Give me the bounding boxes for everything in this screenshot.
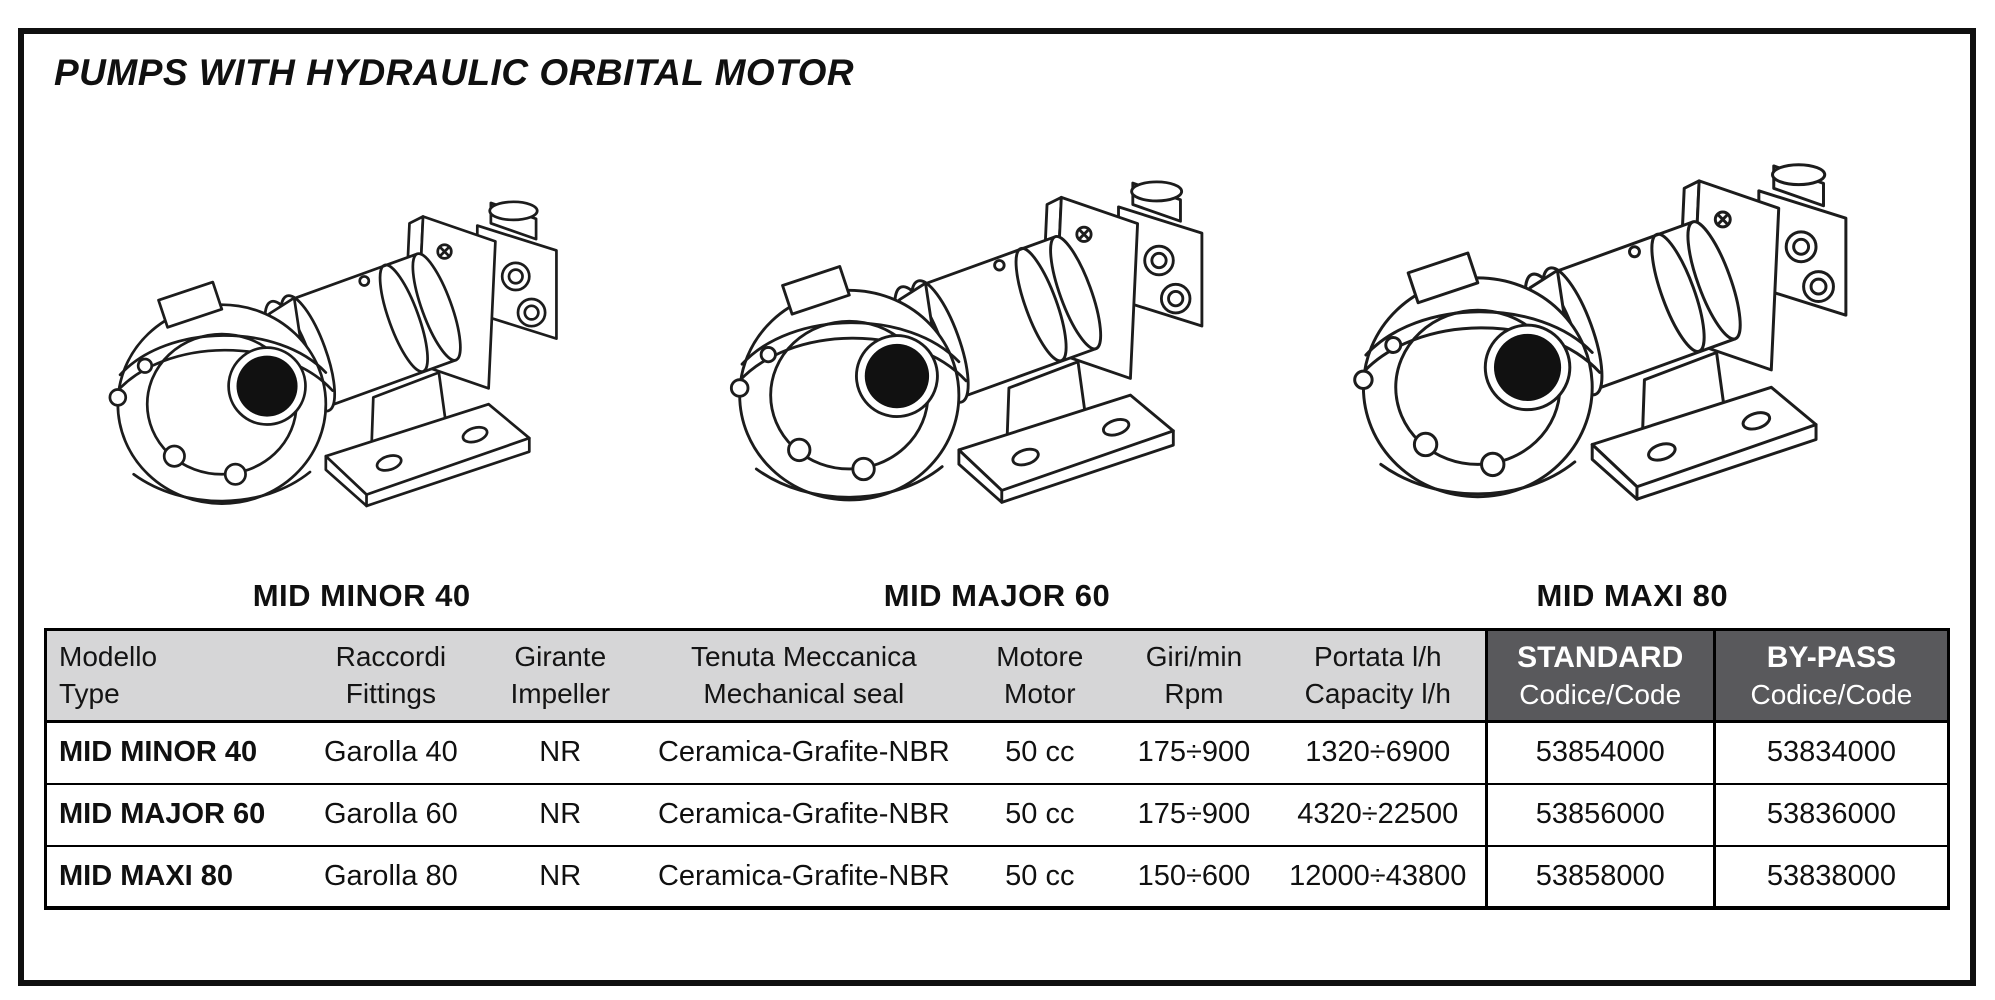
table-row-mid-maxi-80: MID MAXI 80 Garolla 80 NR Ceramica-Grafi… [45, 844, 1949, 910]
header-line: STANDARD [1517, 640, 1684, 674]
pump-drawing-icon [1346, 123, 1918, 572]
cell-impeller: NR [475, 720, 645, 784]
header-standard-code: STANDARD Codice/Code [1484, 629, 1715, 723]
model-label: MID MAJOR 60 [883, 578, 1111, 613]
model-label: MID MAXI 80 [1536, 578, 1729, 613]
header-line: Rpm [1164, 677, 1224, 709]
cell-fittings: Garolla 80 [306, 844, 476, 910]
cell-standard-code: 53858000 [1484, 844, 1715, 910]
table-row-mid-minor-40: MID MINOR 40 Garolla 40 NR Ceramica-Graf… [45, 720, 1949, 784]
header-line: BY-PASS [1766, 640, 1897, 674]
cell-bypass-code: 53834000 [1712, 720, 1949, 784]
header-line: Mechanical seal [703, 677, 905, 709]
header-row: Modello Type Raccordi Fittings Girante I… [45, 629, 1949, 723]
cell-seal: Ceramica-Grafite-NBR [644, 720, 963, 784]
header-line: Codice/Code [1750, 678, 1913, 710]
header-line: Type [59, 677, 120, 709]
cell-capacity: 1320÷6900 [1271, 720, 1487, 784]
header-giri-rpm: Giri/min Rpm [1116, 629, 1271, 723]
cell-seal: Ceramica-Grafite-NBR [644, 844, 963, 910]
cell-fittings: Garolla 40 [306, 720, 476, 784]
header-line: Capacity l/h [1304, 677, 1451, 709]
header-bypass-code: BY-PASS Codice/Code [1712, 629, 1949, 723]
cell-model: MID MINOR 40 [45, 720, 307, 784]
model-label: MID MINOR 40 [252, 578, 471, 613]
cell-capacity: 12000÷43800 [1271, 844, 1487, 910]
cell-seal: Ceramica-Grafite-NBR [644, 782, 963, 846]
header-portata-capacity: Portata l/h Capacity l/h [1271, 629, 1487, 723]
table-row-mid-major-60: MID MAJOR 60 Garolla 60 NR Ceramica-Graf… [45, 782, 1949, 846]
header-line: Giri/min [1145, 641, 1243, 673]
cell-rpm: 175÷900 [1116, 720, 1271, 784]
header-motore-motor: Motore Motor [962, 629, 1117, 723]
header-line: Portata l/h [1313, 641, 1442, 673]
cell-impeller: NR [475, 782, 645, 846]
pump-figure-mid-minor-40: MID MINOR 40 [44, 164, 679, 624]
cell-model: MID MAXI 80 [45, 844, 307, 910]
header-line: Motor [1004, 677, 1076, 709]
pump-figure-mid-major-60: MID MAJOR 60 [679, 142, 1314, 624]
header-line: Impeller [510, 677, 611, 709]
header-girante-impeller: Girante Impeller [475, 629, 645, 723]
cell-rpm: 150÷600 [1116, 844, 1271, 910]
cell-capacity: 4320÷22500 [1271, 782, 1487, 846]
cell-standard-code: 53856000 [1484, 782, 1715, 846]
page-title: PUMPS WITH HYDRAULIC ORBITAL MOTOR [54, 52, 855, 93]
pump-drawing-icon [723, 142, 1271, 572]
header-line: Fittings [345, 677, 436, 709]
header-line: Girante [514, 641, 607, 673]
cell-motor: 50 cc [962, 844, 1117, 910]
pump-drawing-icon [102, 164, 622, 572]
pump-figure-mid-maxi-80: MID MAXI 80 [1315, 123, 1950, 624]
cell-bypass-code: 53836000 [1712, 782, 1949, 846]
cell-impeller: NR [475, 844, 645, 910]
cell-rpm: 175÷900 [1116, 782, 1271, 846]
header-line: Tenuta Meccanica [690, 641, 917, 673]
cell-motor: 50 cc [962, 782, 1117, 846]
header-modello-type: Modello Type [45, 629, 307, 723]
header-line: Modello [59, 641, 158, 673]
header-tenuta-meccanica: Tenuta Meccanica Mechanical seal [644, 629, 963, 723]
page-frame: PUMPS WITH HYDRAULIC ORBITAL MOTOR MID M… [18, 28, 1976, 986]
cell-bypass-code: 53838000 [1712, 844, 1949, 910]
header-line: Raccordi [335, 641, 447, 673]
pump-figures: MID MINOR 40 MID MAJOR 60 MID MAXI 80 [44, 96, 1950, 624]
spec-table: Modello Type Raccordi Fittings Girante I… [44, 628, 1950, 910]
header-line: Codice/Code [1519, 678, 1682, 710]
header-line: Motore [996, 641, 1084, 673]
header-raccordi-fittings: Raccordi Fittings [306, 629, 476, 723]
cell-fittings: Garolla 60 [306, 782, 476, 846]
cell-motor: 50 cc [962, 720, 1117, 784]
cell-standard-code: 53854000 [1484, 720, 1715, 784]
cell-model: MID MAJOR 60 [45, 782, 307, 846]
